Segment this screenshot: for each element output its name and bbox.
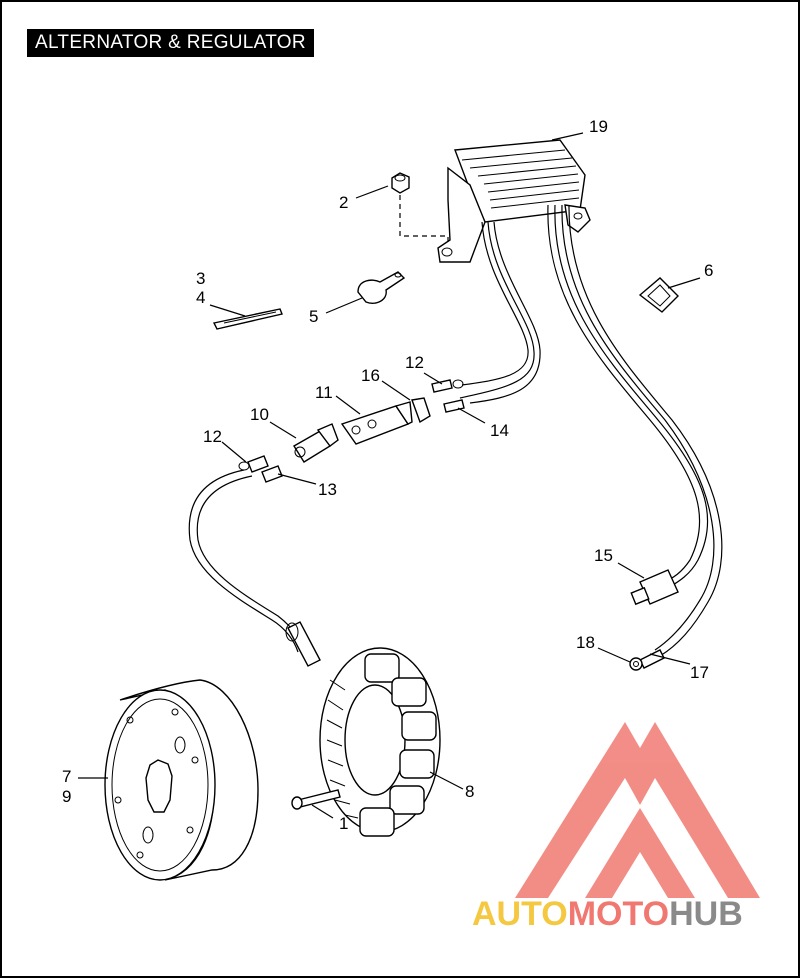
page-title: ALTERNATOR & REGULATOR xyxy=(27,29,314,57)
watermark-text: AUTOMOTOHUB xyxy=(472,895,743,933)
clip-6 xyxy=(638,277,679,313)
regulator-long-wires xyxy=(547,204,723,657)
screw-1 xyxy=(291,789,341,810)
watermark-hub: HUB xyxy=(669,895,743,933)
watermark-moto: MOTO xyxy=(568,895,669,933)
callout-3: 3 xyxy=(196,269,205,288)
callout-10: 10 xyxy=(250,405,269,424)
callout-9: 9 xyxy=(62,787,71,806)
callout-5: 5 xyxy=(309,307,318,326)
callout-2: 2 xyxy=(339,193,348,212)
callout-18: 18 xyxy=(576,633,595,652)
terminals-12-14-top xyxy=(431,379,465,413)
connector-10 xyxy=(293,423,339,463)
callout-12-lower: 12 xyxy=(203,427,222,446)
connector-housing-11 xyxy=(340,401,413,445)
callout-8: 8 xyxy=(465,782,474,801)
callout-6: 6 xyxy=(704,261,713,280)
clamp-5 xyxy=(357,271,406,304)
regulator-output-wires xyxy=(459,221,541,404)
callout-4: 4 xyxy=(196,288,205,307)
lock-16 xyxy=(411,397,431,424)
callout-16: 16 xyxy=(361,366,380,385)
nut-2 xyxy=(391,172,449,246)
stator-wire xyxy=(188,469,321,667)
ring-terminal-17 xyxy=(629,649,665,671)
callout-19: 19 xyxy=(589,117,608,136)
callout-14: 14 xyxy=(490,421,509,440)
rotor-7-9 xyxy=(104,679,259,881)
svg-text:AUTOMOTOHUB: AUTOMOTOHUB xyxy=(472,895,743,933)
stator-8 xyxy=(319,647,441,837)
connector-15 xyxy=(630,569,679,606)
cable-strap-3-4 xyxy=(212,308,283,330)
callout-11: 11 xyxy=(315,383,333,402)
leader-lines xyxy=(78,132,701,819)
callout-1: 1 xyxy=(339,814,348,833)
watermark-logo xyxy=(515,722,760,898)
regulator xyxy=(437,139,591,263)
callout-numbers: 19 2 3 4 5 6 7 9 8 1 10 11 12 13 16 12 1… xyxy=(62,117,713,833)
callout-13: 13 xyxy=(318,480,337,499)
callout-15: 15 xyxy=(594,546,613,565)
callout-12-upper: 12 xyxy=(405,353,424,372)
callout-17: 17 xyxy=(690,663,709,682)
watermark-auto: AUTO xyxy=(472,895,568,933)
callout-7: 7 xyxy=(62,767,71,786)
